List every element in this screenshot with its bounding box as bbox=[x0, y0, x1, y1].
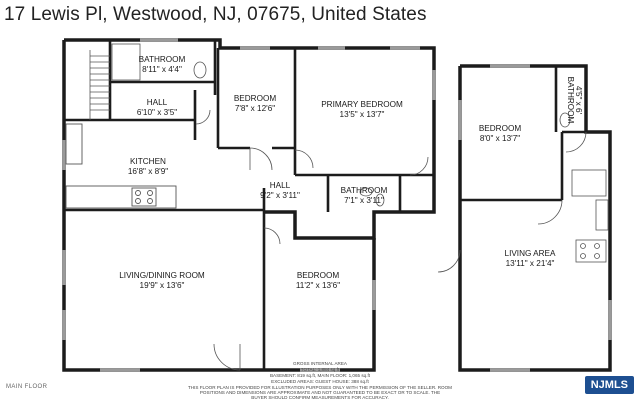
footer-line: EXCLUDED AREAS: GUEST HOUSE: 388 sq.ft bbox=[271, 379, 369, 384]
room-dims: 4'5" x 6' bbox=[574, 86, 583, 115]
footer-line: GROSS INTERNAL AREA bbox=[293, 361, 348, 366]
room-dims: 7'1" x 3'11" bbox=[344, 196, 384, 205]
footer-line: BASEMENT: 819 sq.ft, MAIN FLOOR: 1,065 s… bbox=[270, 373, 371, 378]
room-dims: 11'2" x 13'6" bbox=[296, 281, 340, 290]
room-dims: 8'0" x 13'7" bbox=[480, 134, 520, 143]
room-name: KITCHEN bbox=[130, 157, 166, 166]
room-name: LIVING/DINING ROOM bbox=[119, 271, 205, 280]
main-interior-walls bbox=[64, 40, 434, 370]
door-swings bbox=[195, 109, 429, 371]
room-name: HALL bbox=[270, 181, 291, 190]
room-dims: 8'11" x 4'4" bbox=[142, 65, 182, 74]
room-dims: 6'10" x 3'5" bbox=[137, 108, 177, 117]
property-address: 17 Lewis Pl, Westwood, NJ, 07675, United… bbox=[4, 4, 427, 25]
room-name: PRIMARY BEDROOM bbox=[321, 100, 403, 109]
guest-windows bbox=[458, 64, 612, 372]
room-dims: 9'2" x 3'11" bbox=[260, 191, 300, 200]
room-name: HALL bbox=[147, 98, 168, 107]
room-name: BATHROOM bbox=[139, 55, 186, 64]
footer-line: THIS FLOOR PLAN IS PROVIDED FOR ILLUSTRA… bbox=[188, 385, 452, 390]
room-dims: 16'8" x 8'9" bbox=[128, 167, 168, 176]
room-name: BATHROOM bbox=[566, 77, 575, 124]
footer-line: TOTAL: 1,884 sq.ft bbox=[301, 367, 340, 372]
footer-line: POSITIONS AND DIMENSIONS ARE APPROXIMATE… bbox=[200, 390, 440, 395]
floor-label: MAIN FLOOR bbox=[6, 384, 48, 390]
room-name: BEDROOM bbox=[479, 124, 521, 133]
guest-fixtures bbox=[437, 112, 609, 273]
room-name: BEDROOM bbox=[297, 271, 339, 280]
wall-top-left bbox=[64, 38, 436, 240]
guest-interior-walls bbox=[460, 66, 586, 202]
room-dims: 19'9" x 13'6" bbox=[140, 281, 185, 290]
room-name: LIVING AREA bbox=[505, 249, 557, 258]
windows bbox=[62, 38, 436, 372]
footer-line: BUYER SHOULD CONFIRM MEASUREMENTS FOR AC… bbox=[251, 395, 389, 400]
wall-left bbox=[62, 40, 264, 372]
room-dims: 13'11" x 21'4" bbox=[506, 259, 555, 268]
stairs bbox=[89, 50, 110, 120]
main-outer-walls bbox=[62, 38, 436, 372]
room-dims: 13'5" x 13'7" bbox=[340, 110, 385, 119]
room-dims: 7'8" x 12'6" bbox=[235, 104, 275, 113]
guest-outer-walls bbox=[458, 64, 612, 372]
bath-fixtures bbox=[111, 43, 385, 207]
wall-right-bottom bbox=[264, 238, 376, 372]
kitchen-counters bbox=[65, 123, 177, 209]
room-name: BATHROOM bbox=[341, 186, 388, 195]
mls-logo: NJMLS bbox=[584, 376, 634, 394]
room-name: BEDROOM bbox=[234, 94, 276, 103]
